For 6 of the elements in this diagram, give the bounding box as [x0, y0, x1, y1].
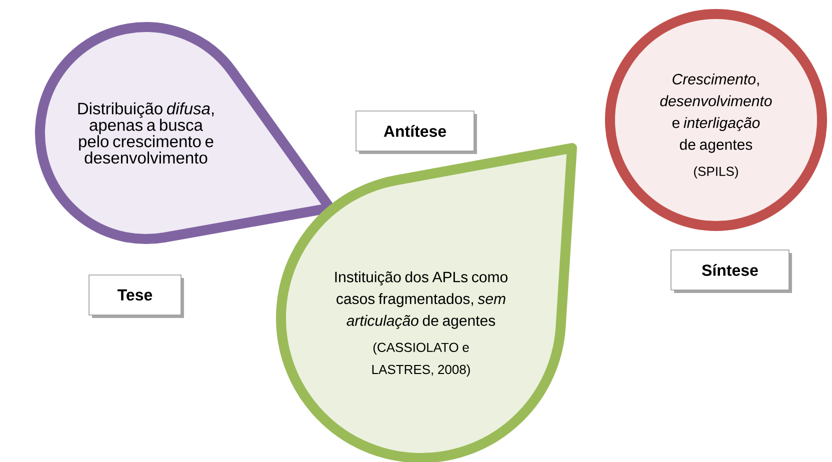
- label-box: Antítese: [356, 110, 477, 154]
- speech-bubble: Crescimento, desenvolvimento e interligação de agentes (SPILS): [605, 9, 827, 231]
- speech-bubble: Instituição dos APLs como casos fragmentados, sem articulação de agentes (CASSIOLATO e LASTRES, 2008): [276, 143, 577, 462]
- label-box: Tese: [88, 274, 184, 318]
- speech-bubble: Distribuição difusa, apenas a busca pelo crescimento e desenvolvimento: [35, 22, 335, 244]
- label-box: Síntese: [670, 250, 792, 293]
